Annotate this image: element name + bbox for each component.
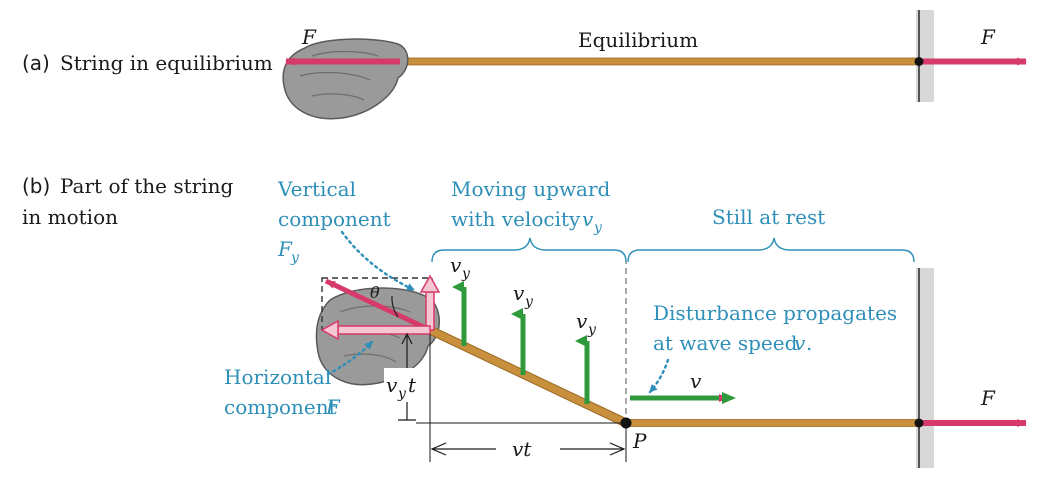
svg-text:with velocity: with velocity	[451, 207, 581, 231]
theta-label: θ	[370, 283, 380, 302]
svg-text:.: .	[806, 331, 812, 355]
velocity-label-3: v y	[576, 309, 597, 338]
wall-a-shade	[916, 10, 934, 102]
vertical-component-pointer	[340, 230, 416, 292]
still-brace	[627, 237, 915, 263]
vyt-arrowhead-top	[401, 332, 413, 345]
moving-brace	[431, 237, 627, 263]
svg-text:Vertical: Vertical	[277, 177, 356, 201]
angle-arc	[391, 295, 399, 318]
svg-text:F: F	[325, 395, 341, 419]
equilibrium-label: Equilibrium	[578, 28, 698, 52]
svg-text:component: component	[224, 395, 337, 419]
svg-text:y: y	[397, 386, 407, 402]
force-right-label-a: F	[980, 25, 996, 49]
still-at-rest-label: Still at rest	[712, 205, 825, 229]
string-equilibrium	[389, 57, 921, 66]
panel-b-tag: (b)	[22, 174, 50, 198]
attachment-point-a	[914, 57, 924, 66]
svg-text:v: v	[794, 331, 806, 355]
point-p-label: P	[632, 429, 647, 453]
svg-text:v: v	[450, 253, 462, 277]
svg-text:y: y	[290, 250, 300, 266]
force-left-label: F	[301, 25, 317, 49]
string-tilted	[428, 326, 628, 427]
horizontal-component-annotation: Horizontal component F	[224, 365, 341, 419]
force-right-label-b: F	[980, 386, 996, 410]
svg-text:y: y	[587, 322, 597, 338]
svg-text:v: v	[513, 281, 525, 305]
wave-speed-label: v	[690, 369, 702, 393]
panel-a-title: String in equilibrium	[60, 51, 273, 75]
string-at-rest	[625, 419, 921, 427]
disturbance-annotation: Disturbance propagates at wave speed v .	[653, 301, 897, 355]
svg-text:y: y	[461, 266, 471, 282]
disturbance-pointer	[648, 358, 670, 394]
svg-text:F: F	[277, 237, 293, 261]
svg-text:v: v	[386, 373, 398, 397]
vt-label: vt	[512, 437, 532, 461]
panel-b-title-line1: Part of the string	[60, 174, 233, 198]
svg-text:at wave speed: at wave speed	[653, 331, 798, 355]
svg-text:t: t	[408, 373, 417, 397]
horizontal-component-arrow	[320, 319, 431, 341]
svg-text:v: v	[576, 309, 588, 333]
velocity-label-1: v y	[450, 253, 471, 282]
svg-text:y: y	[524, 294, 534, 310]
tension-force-arrow	[324, 278, 432, 333]
moving-upward-annotation: Moving upward with velocity v y	[451, 177, 611, 236]
vertical-component-annotation: Vertical component F y	[277, 177, 391, 266]
svg-text:component: component	[278, 207, 391, 231]
svg-text:v: v	[582, 207, 594, 231]
vt-arrowhead-right	[609, 442, 626, 456]
svg-text:Horizontal: Horizontal	[224, 365, 331, 389]
vertical-component-arrow	[419, 274, 441, 331]
wave-speed-arrowhead	[722, 392, 736, 404]
attachment-point-b	[914, 418, 924, 428]
vyt-label: v y t	[384, 368, 428, 402]
panel-a: (a) String in equilibrium F F Equilibriu…	[22, 10, 1027, 120]
panel-b-title-line2: in motion	[22, 205, 118, 229]
svg-text:y: y	[593, 220, 603, 236]
hand-a-icon	[282, 38, 409, 120]
wall-b-shade	[916, 268, 934, 468]
horizontal-component-pointer	[326, 340, 374, 376]
panel-b: (b) Part of the string in motion θ	[22, 174, 1027, 468]
vt-arrowhead-left	[430, 442, 447, 456]
velocity-label-2: v y	[513, 281, 534, 310]
svg-text:Moving upward: Moving upward	[451, 177, 611, 201]
panel-a-tag: (a)	[22, 51, 50, 75]
svg-text:Disturbance propagates: Disturbance propagates	[653, 301, 897, 325]
